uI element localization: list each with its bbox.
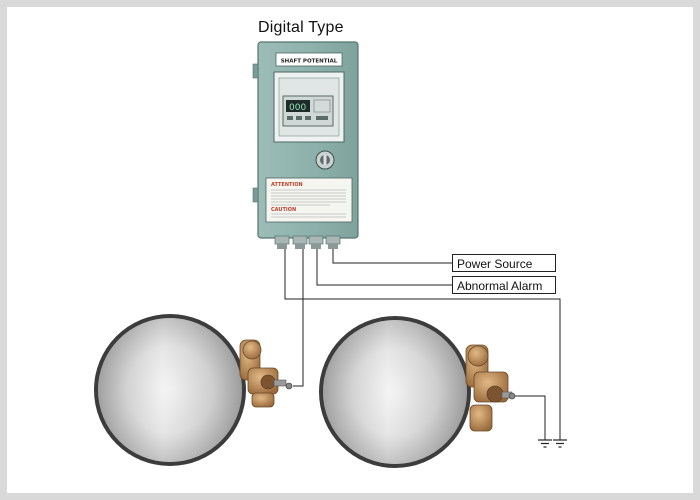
power-source-wire: [332, 249, 452, 264]
wiring: [284, 249, 561, 440]
left-brush-wire: [293, 249, 304, 387]
cable-gland: [308, 235, 324, 249]
shaft-right: [319, 316, 471, 468]
abnormal-alarm-wire: [316, 249, 452, 286]
panel-plate-text: SHAFT POTENTIAL: [281, 59, 338, 65]
brush-assembly-left: [239, 339, 293, 408]
power-source-label: Power Source: [452, 254, 556, 272]
abnormal-alarm-label: Abnormal Alarm: [452, 276, 556, 294]
caution-label: [265, 177, 353, 223]
control-panel: 000: [252, 41, 359, 249]
diagram-title: Digital Type: [258, 19, 344, 36]
shaft-left: [94, 314, 246, 466]
caution-heading: ATTENTION: [271, 182, 303, 188]
cable-gland: [325, 235, 341, 249]
caution-subheading: CAUTION: [271, 207, 296, 213]
ground-icon: [553, 439, 567, 448]
ground-icon: [538, 439, 552, 448]
brush-assembly-right: [465, 344, 516, 432]
svg-text:000: 000: [289, 103, 306, 113]
right-brush-wire: [512, 395, 546, 440]
panel-nameplate: [275, 52, 343, 67]
cable-gland: [292, 235, 308, 249]
key-switch-icon: [315, 150, 335, 170]
cable-gland: [274, 235, 290, 249]
ground-wire: [284, 249, 561, 440]
digital-meter: 000: [282, 95, 334, 127]
